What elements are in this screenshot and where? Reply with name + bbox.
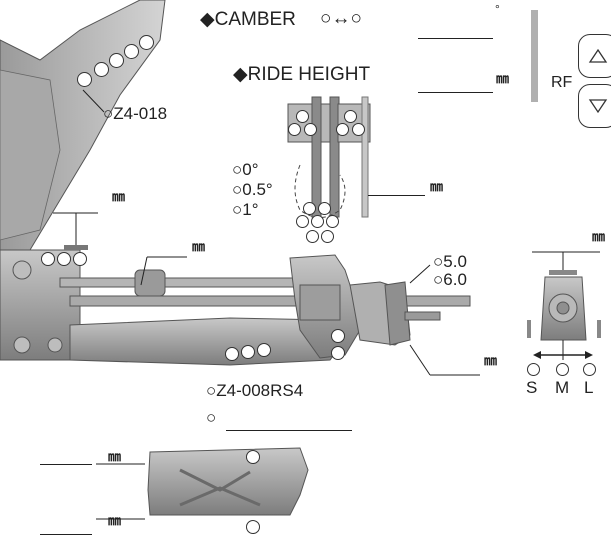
left-hole[interactable]: [41, 252, 55, 266]
bottom-arm-hole-bottom[interactable]: [246, 520, 260, 534]
angle-option-0[interactable]: ○0°: [232, 160, 259, 179]
hub-option-5[interactable]: ○5.0: [433, 252, 467, 271]
m-label: M: [555, 378, 570, 397]
l-label: L: [584, 378, 594, 397]
tower-hole-5[interactable]: [77, 72, 92, 87]
pin-hole[interactable]: [321, 230, 334, 243]
link-unit: ㎜: [192, 240, 206, 255]
ride-height-blank: [418, 92, 493, 93]
ride-height-unit: ㎜: [496, 72, 510, 87]
arm-hole[interactable]: [331, 329, 345, 343]
ride-height-label: ◆RIDE HEIGHT: [233, 64, 371, 85]
pin-hole[interactable]: [318, 202, 331, 215]
arm-hole[interactable]: [257, 343, 271, 357]
shim-hole[interactable]: [296, 110, 309, 123]
tower-hole-1[interactable]: [139, 35, 154, 50]
pin-hole[interactable]: [311, 215, 324, 228]
tower-hole-4[interactable]: [94, 62, 109, 77]
rf-down-button[interactable]: [578, 84, 611, 128]
shim-hole[interactable]: [352, 123, 365, 136]
bottom-blank-bottom: [40, 534, 92, 535]
arm-hole[interactable]: [241, 345, 255, 359]
arm-unit: ㎜: [484, 354, 498, 369]
chassis-block: [0, 249, 81, 361]
tower-hole-2[interactable]: [124, 44, 139, 59]
shim-unit: ㎜: [430, 180, 444, 195]
left-hole[interactable]: [57, 252, 71, 266]
arm-hole[interactable]: [225, 347, 239, 361]
arm-hole[interactable]: [331, 346, 345, 360]
bottom-blank-top: [40, 464, 92, 465]
camber-blank: [418, 38, 493, 39]
ride-height-detail-unit: ㎜: [592, 230, 606, 245]
shim-hole[interactable]: [344, 110, 357, 123]
camber-arrow: ○↔○: [320, 8, 362, 29]
s-option[interactable]: [527, 363, 540, 376]
l-option[interactable]: [583, 363, 596, 376]
lower-arm-detail: [147, 447, 309, 516]
shim-hole[interactable]: [336, 123, 349, 136]
triangle-down-icon: [588, 99, 608, 114]
m-option[interactable]: [556, 363, 569, 376]
camber-unit: °: [495, 2, 500, 16]
pin-hole[interactable]: [326, 215, 339, 228]
lower-blank: [226, 430, 352, 431]
rf-label: RF: [551, 74, 573, 91]
shim-blank: [368, 195, 425, 196]
bottom-unit-top: ㎜: [108, 450, 122, 465]
part-upper-label: ○Z4-018: [103, 104, 168, 123]
tower-hole-3[interactable]: [109, 53, 124, 68]
left-hole[interactable]: [73, 252, 87, 266]
bottom-arm-hole-top[interactable]: [246, 450, 260, 464]
drive-shaft: [69, 295, 471, 307]
angle-option-1[interactable]: ○1°: [232, 200, 259, 219]
blank-option-circle[interactable]: ○: [206, 408, 217, 427]
rf-up-button[interactable]: [578, 34, 611, 78]
shim-hole[interactable]: [304, 123, 317, 136]
triangle-up-icon: [588, 48, 608, 63]
angle-option-05[interactable]: ○0.5°: [232, 180, 273, 199]
hub-option-6[interactable]: ○6.0: [433, 270, 467, 289]
upper-link: [59, 277, 331, 288]
pin-hole[interactable]: [306, 230, 319, 243]
bottom-unit-bottom: ㎜: [108, 514, 122, 529]
s-label: S: [526, 378, 538, 397]
part-lower-label: ○Z4-008RS4: [206, 381, 304, 400]
camber-label: ◆CAMBER: [200, 9, 296, 30]
pin-hole[interactable]: [303, 202, 316, 215]
pin-hole[interactable]: [296, 215, 309, 228]
left-unit: ㎜: [112, 190, 126, 205]
shim-hole[interactable]: [288, 123, 301, 136]
